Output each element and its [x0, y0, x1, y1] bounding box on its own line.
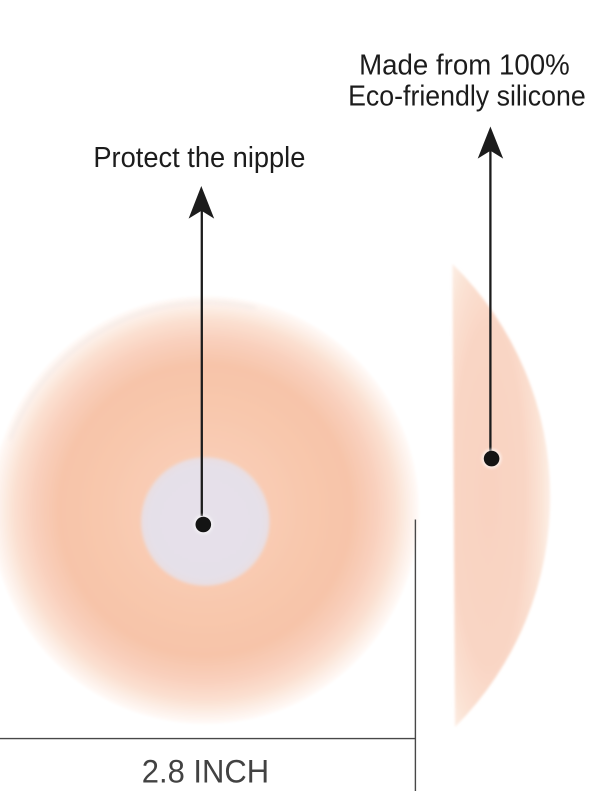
front-view-cover [0, 296, 419, 724]
right-callout-dot [483, 450, 500, 467]
right-callout-label-line1: Made from 100% [359, 49, 570, 81]
silicone-cover-side [452, 264, 551, 727]
dimension-lines [0, 519, 417, 791]
left-callout-arrowhead [188, 186, 215, 219]
dimension-label: 2.8 INCH [142, 754, 269, 790]
right-callout-label-line2: Eco-friendly silicone [348, 81, 586, 113]
right-callout: Made from 100% Eco-friendly silicone [348, 49, 586, 469]
cover-edge-highlight [8, 301, 257, 441]
left-callout-label: Protect the nipple [93, 142, 305, 174]
right-callout-arrowhead [477, 126, 504, 159]
left-callout-dot [195, 516, 212, 533]
left-callout: Protect the nipple [93, 142, 305, 535]
